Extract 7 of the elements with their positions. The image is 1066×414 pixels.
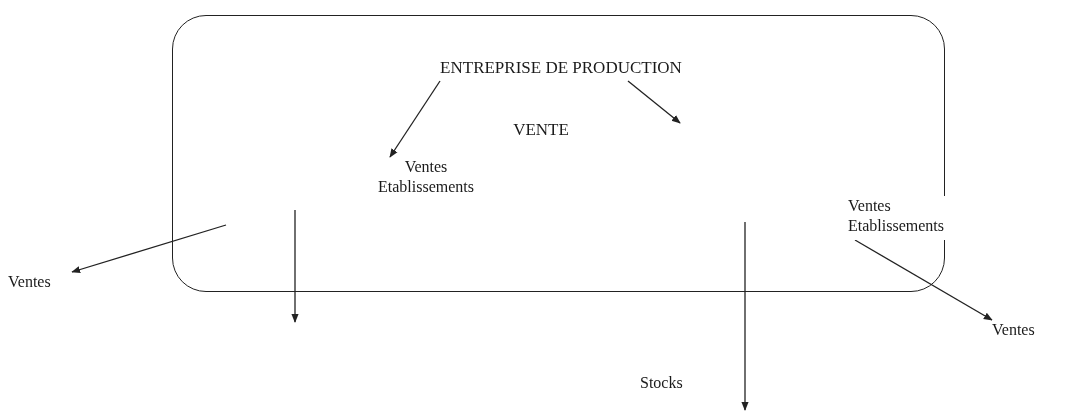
arrow [627,80,681,124]
arrow [71,224,227,274]
text-label: ENTREPRISE DE PRODUCTION [366,57,756,81]
arrow [389,80,441,158]
arrow [854,239,993,321]
text-label: Ventes Etablissements [361,157,491,201]
text-label: VENTE [506,119,576,141]
